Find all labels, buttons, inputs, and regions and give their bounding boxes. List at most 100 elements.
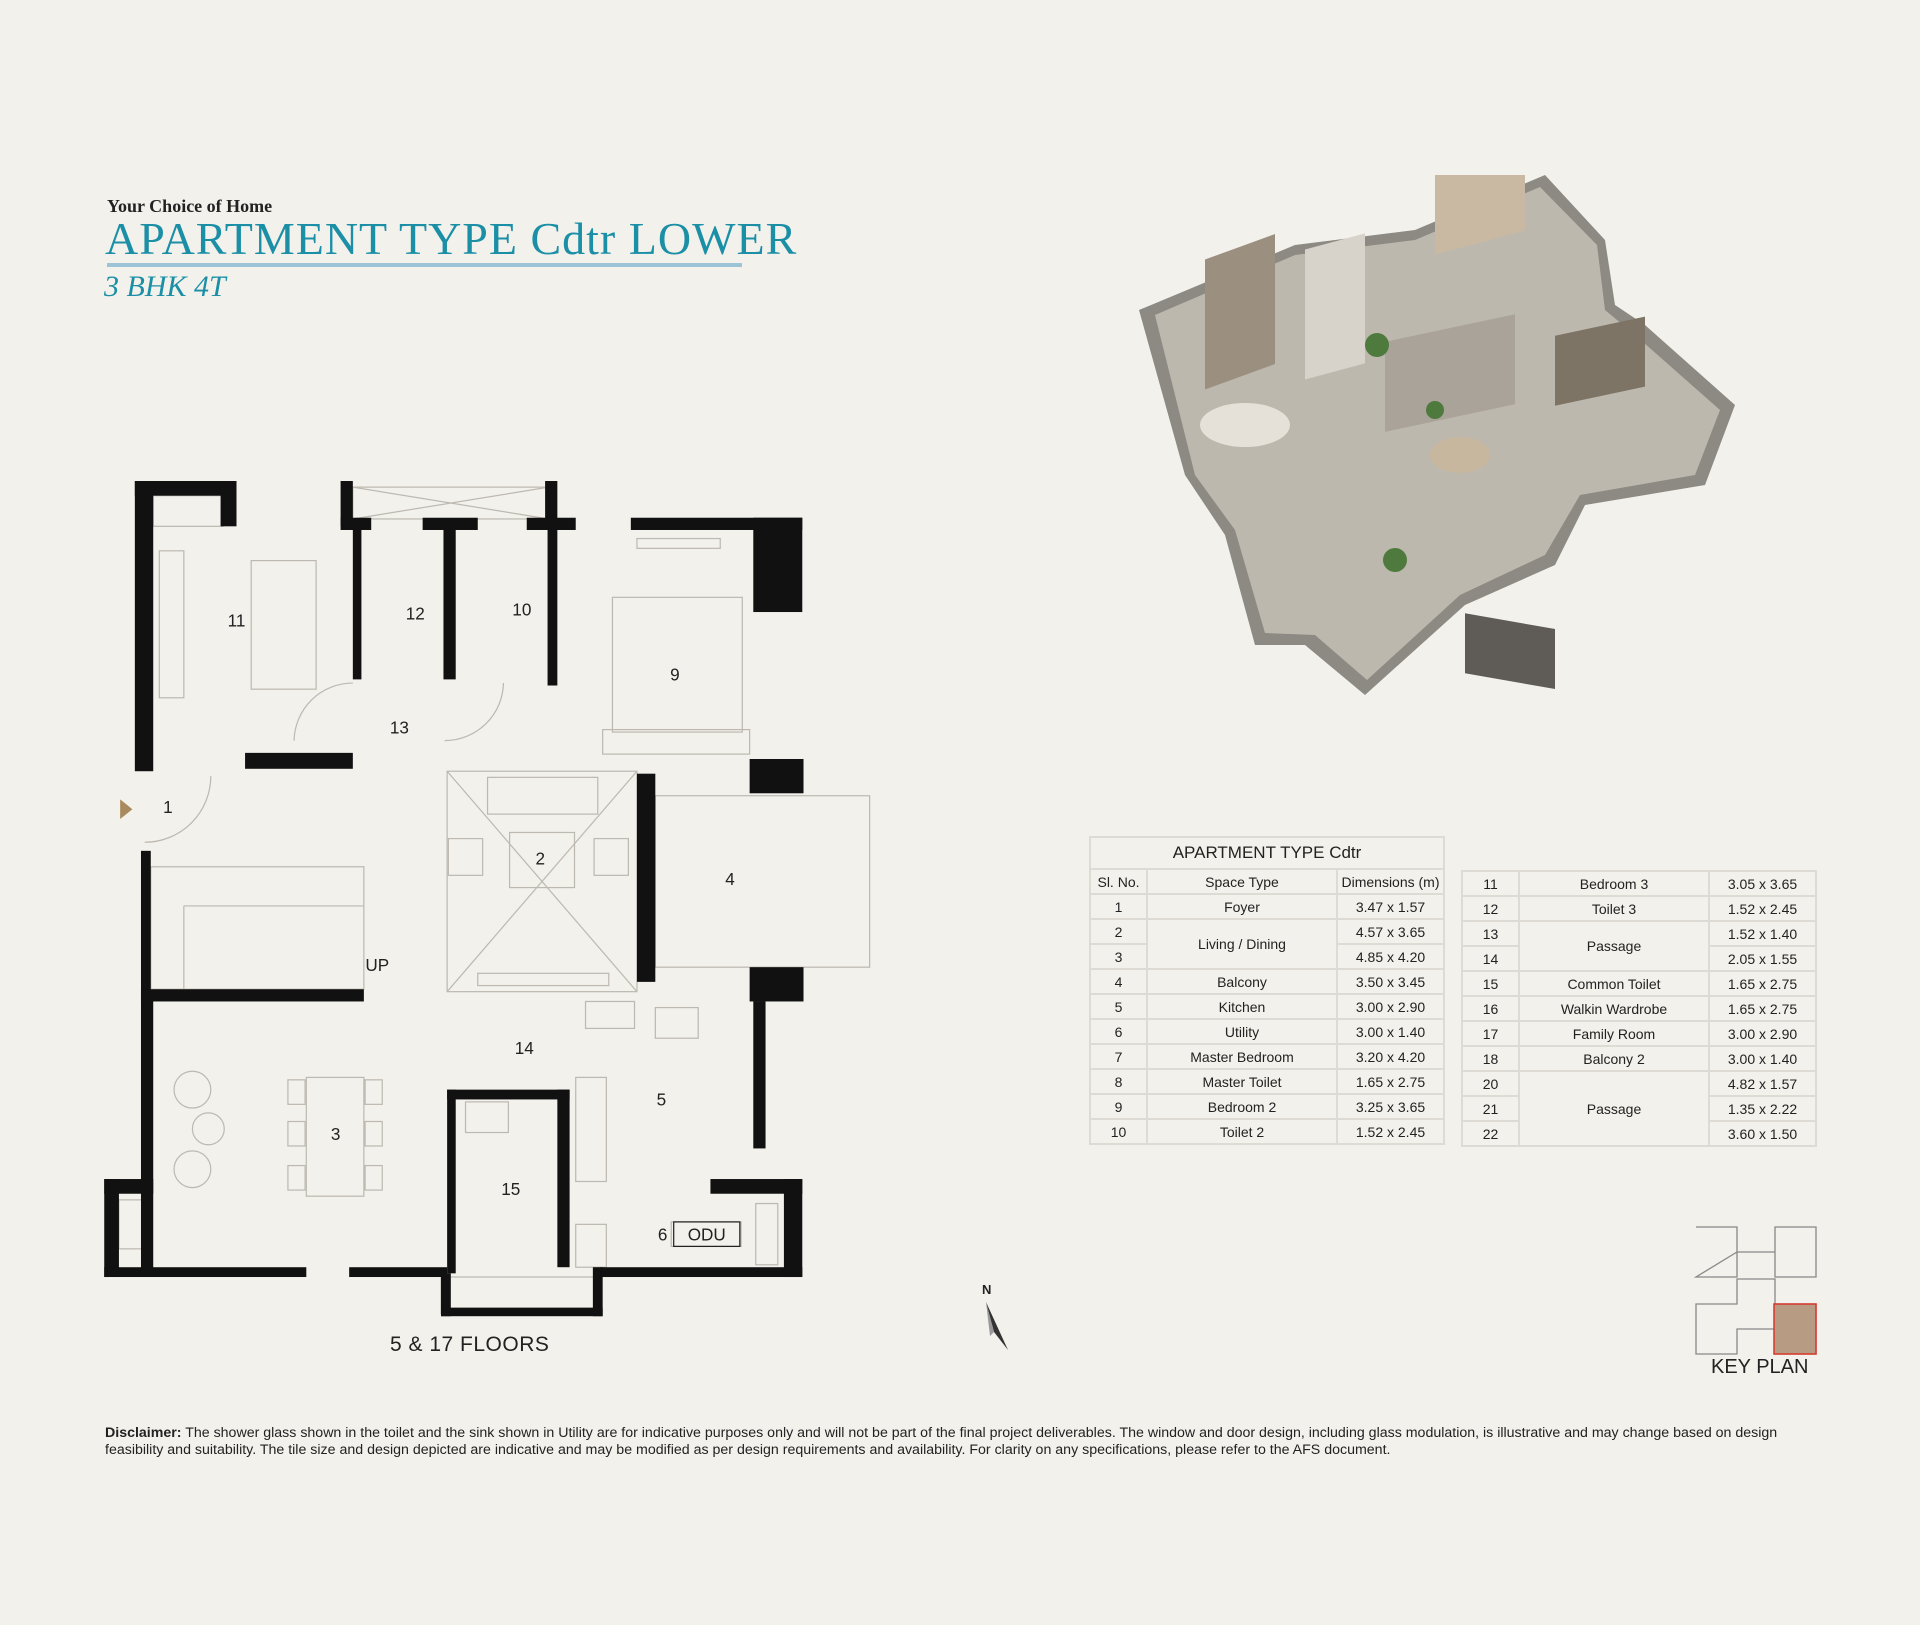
cell-no: 6: [1089, 1018, 1148, 1045]
key-plan-highlight: [1773, 1303, 1817, 1355]
cell-dim: 3.20 x 4.20: [1336, 1043, 1445, 1070]
cell-dim: 3.60 x 1.50: [1708, 1120, 1817, 1147]
cell-no: 17: [1461, 1020, 1520, 1047]
floors-caption: 5 & 17 FLOORS: [390, 1333, 550, 1356]
cell-no: 14: [1461, 945, 1520, 972]
key-plan-diagram: [1693, 1226, 1817, 1355]
key-plan-label: KEY PLAN: [1711, 1356, 1809, 1378]
cell-space: Toilet 3: [1518, 895, 1710, 922]
cell-space: Bedroom 2: [1146, 1093, 1338, 1120]
table-title: APARTMENT TYPE Cdtr: [1089, 836, 1445, 870]
room-label-14: 14: [515, 1038, 535, 1058]
cell-dim: 2.05 x 1.55: [1708, 945, 1817, 972]
floor-plan: 1 2 3 4 5 6 9 10 11 12 13 14 15 UP ODU: [104, 481, 871, 1317]
cell-no: 3: [1089, 943, 1148, 970]
cell-space: Kitchen: [1146, 993, 1338, 1020]
cell-no: 13: [1461, 920, 1520, 947]
cell-space: Walkin Wardrobe: [1518, 995, 1710, 1022]
cell-dim: 4.85 x 4.20: [1336, 943, 1445, 970]
cell-space: Master Toilet: [1146, 1068, 1338, 1095]
cell-no: 5: [1089, 993, 1148, 1020]
cell-dim: 3.00 x 2.90: [1336, 993, 1445, 1020]
cell-dim: 3.50 x 3.45: [1336, 968, 1445, 995]
cell-dim: 3.00 x 1.40: [1336, 1018, 1445, 1045]
cell-dim: 1.52 x 2.45: [1336, 1118, 1445, 1145]
cell-no: 1: [1089, 893, 1148, 920]
cell-space: Foyer: [1146, 893, 1338, 920]
room-label-13: 13: [390, 717, 409, 737]
cell-no: 20: [1461, 1070, 1520, 1097]
cell-no: 16: [1461, 995, 1520, 1022]
room-label-12: 12: [406, 603, 425, 623]
cell-space: Passage: [1518, 1070, 1710, 1147]
cell-dim: 1.65 x 2.75: [1708, 995, 1817, 1022]
cell-dim: 1.65 x 2.75: [1708, 970, 1817, 997]
cell-space: Toilet 2: [1146, 1118, 1338, 1145]
room-label-5: 5: [657, 1090, 667, 1110]
north-label: N: [982, 1282, 991, 1297]
stair: [150, 866, 365, 990]
cell-space: Passage: [1518, 920, 1710, 972]
header-space-type: Space Type: [1146, 868, 1338, 895]
entrance-marker-icon: [120, 799, 133, 819]
table-row: 22 3.60 x 1.50: [1461, 1120, 1817, 1147]
cell-dim: 1.52 x 1.40: [1708, 920, 1817, 947]
cell-space: Utility: [1146, 1018, 1338, 1045]
cell-no: 8: [1089, 1068, 1148, 1095]
tagline: Your Choice of Home: [107, 196, 273, 216]
room-label-10: 10: [512, 600, 531, 620]
room-label-4: 4: [725, 869, 735, 889]
cell-space: Common Toilet: [1518, 970, 1710, 997]
cell-dim: 1.65 x 2.75: [1336, 1068, 1445, 1095]
cell-no: 12: [1461, 895, 1520, 922]
cell-no: 4: [1089, 968, 1148, 995]
cell-no: 10: [1089, 1118, 1148, 1145]
room-label-3: 3: [331, 1124, 341, 1144]
cell-dim: 4.82 x 1.57: [1708, 1070, 1817, 1097]
room-label-1: 1: [163, 797, 173, 817]
north-arrow-icon: N: [982, 1282, 1008, 1350]
cell-no: 15: [1461, 970, 1520, 997]
table-row: 3 4.85 x 4.20: [1089, 943, 1445, 970]
cell-no: 22: [1461, 1120, 1520, 1147]
room-label-9: 9: [670, 665, 680, 685]
cell-dim: 4.57 x 3.65: [1336, 918, 1445, 945]
cell-dim: 3.47 x 1.57: [1336, 893, 1445, 920]
table-row: 21 1.35 x 2.22: [1461, 1095, 1817, 1122]
cell-no: 9: [1089, 1093, 1148, 1120]
header-sl-no: Sl. No.: [1089, 868, 1148, 895]
cell-no: 21: [1461, 1095, 1520, 1122]
cell-dim: 1.52 x 2.45: [1708, 895, 1817, 922]
room-label-2: 2: [535, 848, 545, 868]
page-title: APARTMENT TYPE Cdtr LOWER: [105, 213, 798, 264]
cell-dim: 1.35 x 2.22: [1708, 1095, 1817, 1122]
cell-space: Bedroom 3: [1518, 870, 1710, 897]
room-label-6: 6: [658, 1224, 668, 1244]
disclaimer-text: The shower glass shown in the toilet and…: [105, 1425, 1778, 1458]
table-row: 14 2.05 x 1.55: [1461, 945, 1817, 972]
cell-no: 7: [1089, 1043, 1148, 1070]
room-label-15: 15: [501, 1179, 520, 1199]
cell-no: 11: [1461, 870, 1520, 897]
cell-space: Balcony: [1146, 968, 1338, 995]
cell-dim: 3.25 x 3.65: [1336, 1093, 1445, 1120]
unit-configuration: 3 BHK 4T: [104, 270, 226, 303]
cell-space: Living / Dining: [1146, 918, 1338, 970]
cell-space: Family Room: [1518, 1020, 1710, 1047]
walls: [104, 481, 804, 1317]
